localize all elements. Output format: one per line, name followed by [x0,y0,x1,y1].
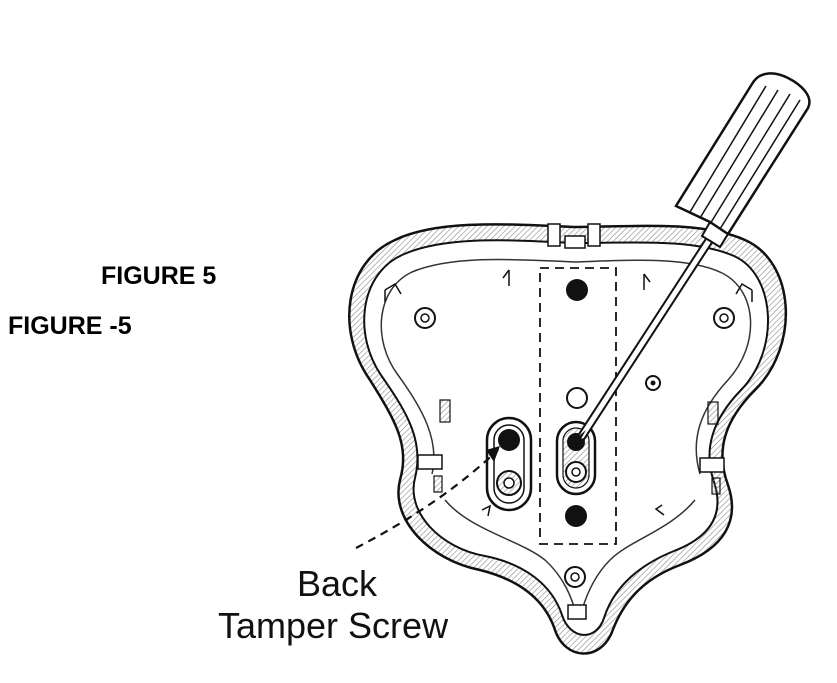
hook-bottom-left [481,504,492,517]
detector-back-plate-icon [348,223,788,655]
channel-hole-middle [566,387,588,409]
arrowhead-icon [486,446,500,462]
callout-label-tamper-screw: Tamper Screw [218,605,449,646]
wiring-channel-outline [539,267,617,545]
rim-gap-left [417,454,443,470]
top-notch [564,235,586,249]
clip-left [384,282,402,302]
channel-hole-top [566,279,588,301]
callout-arrow [355,446,500,549]
back-tamper-screw-slot [485,416,533,512]
hook-top-left [502,269,510,286]
side-tab-right [707,401,719,425]
callout-label-back: Back [297,563,378,604]
side-tab-left [439,399,451,423]
channel-hole-bottom [565,505,587,527]
bottom-notch [567,604,587,620]
mount-boss-right [713,307,735,329]
housing-inner-wall-right [574,259,752,475]
mount-boss-left [414,307,436,329]
figure-title: FIGURE 5 [101,262,217,290]
back-tamper-screw [498,429,520,451]
clip-right [735,282,753,302]
side-tab-lower-left [433,475,443,493]
center-slot [555,420,597,496]
housing-inner-wall [380,258,576,475]
mount-boss-center-right [645,375,661,391]
figure-subtitle: FIGURE -5 [8,312,132,340]
housing-inner-wall-bottom [444,499,696,611]
side-tab-lower-right [711,477,721,495]
rim-gap-right [699,457,725,473]
rim-gap-top-right [587,223,601,247]
hook-bottom-right [654,504,665,516]
screwdriver-icon [574,72,811,444]
mount-boss-bottom [564,566,586,588]
hook-top-right [643,273,651,290]
rim-gap-top-left [547,223,561,247]
